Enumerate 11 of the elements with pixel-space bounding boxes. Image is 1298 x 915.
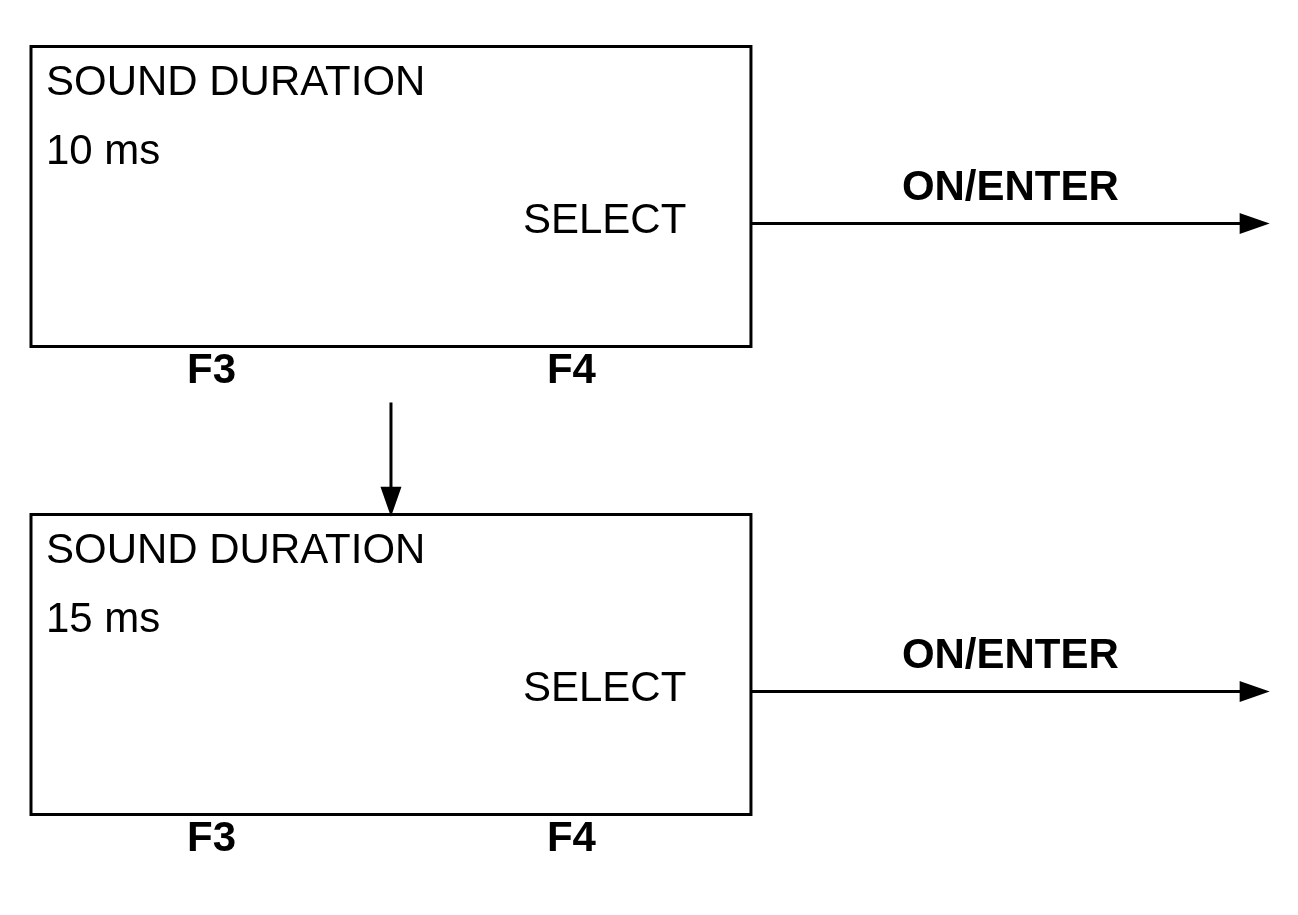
- node-box: SOUND DURATION 10 ms SELECT: [29, 45, 752, 348]
- arrow: [750, 213, 1270, 235]
- edge-label: ON/ENTER: [901, 162, 1119, 210]
- node-box: SOUND DURATION 15 ms SELECT: [29, 513, 752, 816]
- arrow: [750, 680, 1270, 702]
- node-label: F3: [186, 345, 236, 393]
- node-label: F3: [186, 813, 236, 861]
- edge-label: ON/ENTER: [901, 630, 1119, 678]
- node-label: F4: [546, 813, 596, 861]
- node-label: F4: [546, 345, 596, 393]
- arrow: [379, 402, 401, 517]
